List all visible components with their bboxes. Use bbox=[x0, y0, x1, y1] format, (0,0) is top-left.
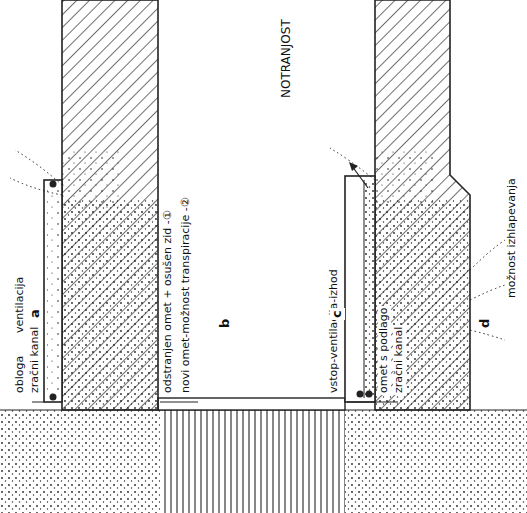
callout-letter: d bbox=[478, 317, 493, 330]
part-label: obloga bbox=[14, 354, 27, 395]
note-label: vstop-ventilacija-izhod bbox=[328, 267, 341, 395]
callout-letter: c bbox=[330, 308, 345, 320]
note-label: odstranjen omet + osušen zid -① bbox=[162, 208, 175, 395]
part-label: zračni kanal bbox=[29, 325, 42, 395]
note-label: možnost izhlapevanja bbox=[506, 176, 519, 300]
part-label: omet s podlago bbox=[378, 306, 391, 395]
part-label: zračni kanal bbox=[393, 325, 406, 395]
callout-letter: b bbox=[218, 317, 233, 330]
note-label: novi omet-možnost transpiracije -② bbox=[180, 195, 193, 395]
callout-letter: a bbox=[28, 307, 43, 320]
region-label: NOTRANJOST bbox=[280, 17, 294, 100]
part-label: ventilacija bbox=[14, 275, 27, 335]
